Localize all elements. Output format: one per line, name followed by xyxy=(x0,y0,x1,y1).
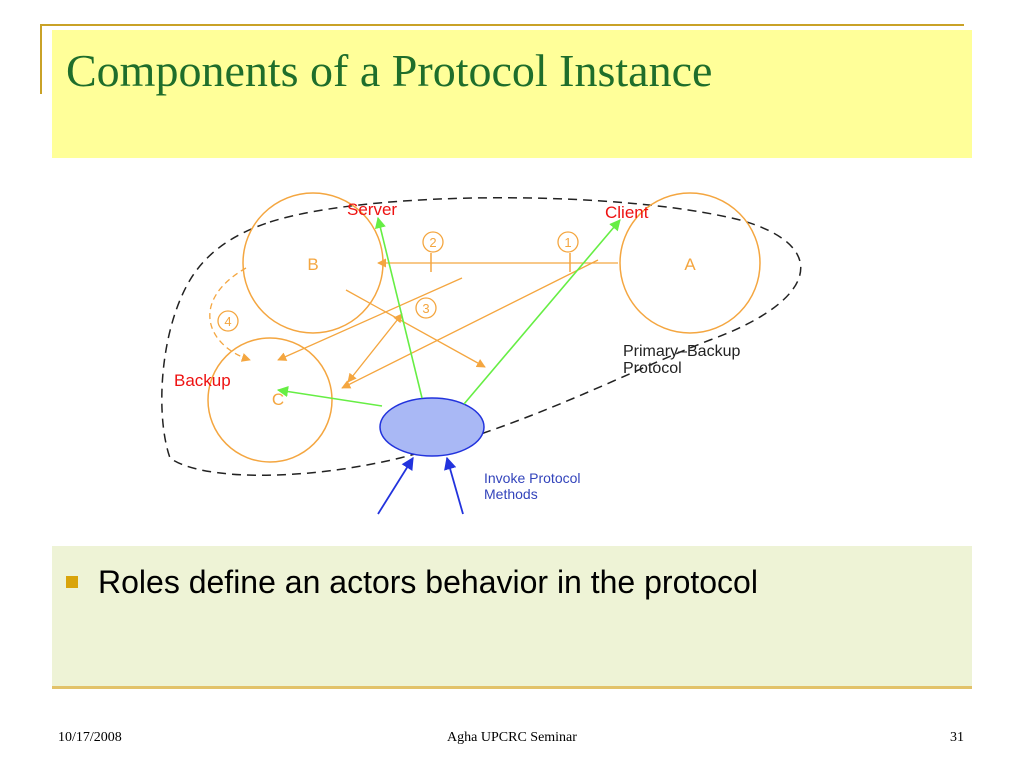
bullet-text: Roles define an actors behavior in the p… xyxy=(98,564,758,600)
step-1-marker xyxy=(557,231,579,253)
step-3-marker xyxy=(415,297,437,319)
step-4-marker xyxy=(217,310,239,332)
title-area: Components of a Protocol Instance xyxy=(52,30,972,158)
arrow-to-backup xyxy=(276,385,383,407)
node-a-label: A xyxy=(684,255,696,274)
step-4-label: 4 xyxy=(224,314,231,329)
slide-title: Components of a Protocol Instance xyxy=(66,45,713,96)
footer-date: 10/17/2008 xyxy=(58,730,122,745)
footer-title: Agha UPCRC Seminar xyxy=(447,730,577,745)
step-1-label: 1 xyxy=(564,235,571,250)
protocol-boundary xyxy=(161,197,802,476)
footer-page-number: 31 xyxy=(950,730,964,745)
message-b-to-c-curve xyxy=(209,267,251,362)
bullet-square-icon xyxy=(66,576,78,588)
step-2-marker xyxy=(422,231,444,253)
node-b-label: B xyxy=(307,255,318,274)
protocol-label-line1: Primary–Backup xyxy=(623,343,740,360)
role-client-label: Client xyxy=(605,203,649,222)
invoker-node[interactable] xyxy=(379,397,485,457)
step-2-label: 2 xyxy=(429,235,436,250)
message-c-to-b-right xyxy=(347,313,403,383)
message-b-to-c xyxy=(277,277,463,361)
frame-left-line xyxy=(40,24,42,94)
message-b-outward xyxy=(345,289,486,368)
invoke-arrow-left xyxy=(377,456,414,515)
arrow-to-server xyxy=(374,216,423,399)
step-3-label: 3 xyxy=(422,301,429,316)
node-c xyxy=(207,337,333,463)
node-c-label: C xyxy=(272,390,284,409)
protocol-label-line2: Protocol xyxy=(623,360,682,377)
node-a xyxy=(619,192,761,334)
protocol-diagram: B A C 1 2 3 4 Server Client Backup Prima… xyxy=(161,192,802,515)
frame-top-line xyxy=(40,24,964,26)
role-backup-label: Backup xyxy=(174,371,231,390)
bullet-area: Roles define an actors behavior in the p… xyxy=(52,546,972,689)
invoke-label-line1: Invoke Protocol xyxy=(484,470,581,486)
invoke-label-line2: Methods xyxy=(484,486,538,502)
invoke-arrow-right xyxy=(444,456,464,515)
role-server-label: Server xyxy=(347,200,397,219)
arrow-to-client xyxy=(463,219,621,405)
